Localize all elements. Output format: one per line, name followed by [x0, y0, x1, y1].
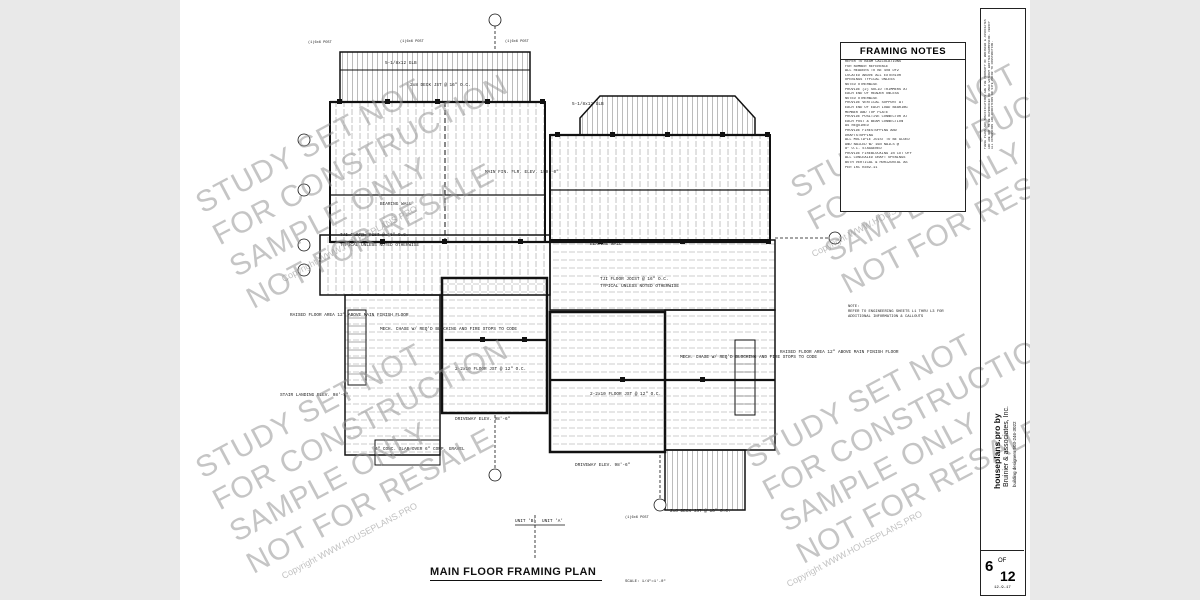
bottom-deck	[664, 449, 746, 511]
framing-notes-box: FRAMING NOTES REFER TO BEAM CALCULATIONS…	[840, 42, 966, 212]
svg-text:2x8 DECK JST @ 16" O.C.: 2x8 DECK JST @ 16" O.C.	[670, 509, 731, 514]
svg-text:(1)6x6 POST: (1)6x6 POST	[625, 515, 650, 520]
upper-left-deck	[339, 51, 531, 103]
svg-text:STAIR LANDING ELEV. 98'-5": STAIR LANDING ELEV. 98'-5"	[280, 393, 349, 398]
framing-note-line: ALL CONCEALED DRAFT OPENINGS	[845, 156, 906, 161]
svg-text:2-2x10 FLOOR JST @ 12" O.C.: 2-2x10 FLOOR JST @ 12" O.C.	[455, 367, 526, 372]
engineering-note-line: REFER TO ENGINEERING SHEETS L1 THRU L3 F…	[848, 310, 944, 314]
framing-note-line: REFER TO BEAM CALCULATIONS	[845, 60, 902, 64]
left-wing	[344, 294, 441, 466]
framing-plan-drawing: (1)6x6 POST (1)6x6 POST (1)6x6 POST 5-1/…	[280, 13, 899, 560]
svg-text:MAIN FIN. FLR. ELEV. 100'-0": MAIN FIN. FLR. ELEV. 100'-0"	[485, 170, 559, 175]
svg-text:2x8 DECK JST @ 16" O.C.: 2x8 DECK JST @ 16" O.C.	[410, 83, 471, 88]
engineering-note: NOTE: REFER TO ENGINEERING SHEETS L1 THR…	[848, 305, 973, 320]
svg-text:RAISED FLOOR AREA 12" ABOVE MA: RAISED FLOOR AREA 12" ABOVE MAIN FINISH …	[780, 350, 899, 355]
right-floor-area	[549, 134, 776, 311]
svg-text:TJI FLOOR JOIST @ 16" O.C.: TJI FLOOR JOIST @ 16" O.C.	[600, 277, 669, 282]
framing-note-line: AND NAILED W/ 16d NAILS @	[845, 142, 899, 147]
svg-text:(1)6x6 POST: (1)6x6 POST	[400, 39, 425, 44]
framing-note-line: PER IRC R302.11	[845, 165, 878, 170]
title-block-company: houseplans.pro by	[992, 413, 1002, 489]
svg-text:5-1/8x12 GLB: 5-1/8x12 GLB	[385, 61, 417, 66]
svg-text:TYPICAL UNLESS NOTED OTHERWISE: TYPICAL UNLESS NOTED OTHERWISE	[340, 243, 419, 248]
sheet-total: 12	[1000, 568, 1016, 584]
svg-text:RAISED FLOOR AREA 12" ABOVE MA: RAISED FLOOR AREA 12" ABOVE MAIN FINISH …	[290, 313, 409, 318]
framing-note-line: ALL HEADERS TO BE 4x8 DF2	[845, 69, 899, 74]
framing-note-line: DRAFTSTOPPING	[845, 133, 874, 138]
engineering-note-label: NOTE:	[848, 305, 860, 309]
framing-note-line: 8" O.C. STAGGERED	[845, 147, 882, 152]
title-block: THESE PLANS AND SPECIFICATIONS ARE THE P…	[980, 8, 1026, 596]
plan-scale: SCALE: 1/4"=1'-0"	[625, 580, 666, 584]
framing-note-line: EACH POST & BEAM CONNECTION	[845, 119, 904, 124]
drawing-sheet: (1)6x6 POST (1)6x6 POST (1)6x6 POST 5-1/…	[180, 0, 1030, 600]
framing-note-line: MEMBER AND TOP PLATE	[845, 110, 889, 115]
posts	[337, 99, 771, 382]
framing-note-line: OPENINGS TYPICAL UNLESS	[845, 78, 895, 83]
sheet-number: 6	[985, 558, 994, 575]
framing-note-line: EACH END OF HEADER UNLESS	[845, 92, 899, 97]
title-block-company-name: Bruinier & associates, Inc.	[1003, 406, 1010, 487]
svg-text:MECH. CHASE W/ REQ'D BLOCKING: MECH. CHASE W/ REQ'D BLOCKING AND FIRE S…	[380, 327, 517, 332]
svg-text:BEARING WALL: BEARING WALL	[380, 202, 412, 207]
svg-text:DRIVEWAY ELEV. 98'-6": DRIVEWAY ELEV. 98'-6"	[575, 463, 631, 468]
title-block-phone: building designers 503-246-3022	[1012, 421, 1017, 487]
framing-note-line: NOTED OTHERWISE	[845, 82, 878, 87]
svg-text:BEARING WALL: BEARING WALL	[590, 242, 622, 247]
framing-note-line: PROVIDE FIRESTOPPING AND	[845, 128, 897, 133]
framing-notes-title: FRAMING NOTES	[841, 43, 965, 60]
left-garage	[440, 276, 549, 415]
svg-text:(1)6x6 POST: (1)6x6 POST	[505, 39, 530, 44]
engineering-note-line: ADDITIONAL INFORMATION & CALLOUTS	[848, 315, 924, 319]
upper-right-deck	[579, 95, 756, 136]
framing-note-line: FOR NUMBER REFERENCE	[845, 64, 889, 69]
framing-note-line: PROVIDE FIREBLOCKING IN CUT OFF	[845, 151, 912, 156]
framing-note-line: ALL MULTIPLE JOIST TO BE GLUED	[845, 138, 910, 143]
grid-markers	[297, 13, 842, 560]
plan-labels: (1)6x6 POST (1)6x6 POST (1)6x6 POST 5-1/…	[280, 39, 899, 524]
plan-title: MAIN FLOOR FRAMING PLAN	[430, 566, 597, 578]
svg-text:TJI FLOOR JOIST @ 16" O.C.: TJI FLOOR JOIST @ 16" O.C.	[340, 233, 409, 238]
svg-text:4" CONC. SLAB OVER 6" COMP. GR: 4" CONC. SLAB OVER 6" COMP. GRAVEL	[375, 447, 465, 452]
framing-note-line: AS REQUIRED	[845, 124, 869, 129]
svg-text:MECH. CHASE W/ REQ'D BLOCKING: MECH. CHASE W/ REQ'D BLOCKING AND FIRE S…	[680, 355, 817, 360]
svg-text:2-2x10 FLOOR JST @ 12" O.C.: 2-2x10 FLOOR JST @ 12" O.C.	[590, 392, 661, 397]
framing-note-line: PROVIDE POSITIVE CONNECTOR AT	[845, 115, 908, 120]
svg-text:(1)6x6 POST: (1)6x6 POST	[308, 40, 333, 45]
sheet-of: OF	[998, 558, 1007, 564]
right-garage	[548, 310, 667, 454]
svg-text:TYPICAL UNLESS NOTED OTHERWISE: TYPICAL UNLESS NOTED OTHERWISE	[600, 284, 679, 289]
framing-note-line: EACH END OF EACH LOAD BEARING	[845, 105, 908, 110]
plan-title-underline	[430, 580, 602, 581]
title-block-legal: THESE PLANS AND SPECIFICATIONS ARE THE P…	[984, 19, 995, 149]
left-floor-area	[319, 101, 551, 296]
svg-text:DRIVEWAY ELEV. 98'-6": DRIVEWAY ELEV. 98'-6"	[455, 417, 511, 422]
framing-note-line: PROVIDE (2) SOLID TRIMMERS AT	[845, 87, 908, 92]
svg-text:UNIT 'A': UNIT 'A'	[542, 519, 563, 524]
sheet-date: 12-9-17	[994, 586, 1011, 590]
svg-text:5-1/8x12 GLB: 5-1/8x12 GLB	[572, 102, 604, 107]
framing-note-line: BOTH VERTICAL & HORIZONTAL AS	[845, 161, 908, 166]
sheet-number-box	[980, 550, 1024, 595]
framing-note-line: PROVIDE VERTICAL SUPPORT AT	[845, 101, 904, 106]
framing-note-line: LOCATED ABOVE ALL EXTERIOR	[845, 73, 902, 78]
framing-note-line: NOTED OTHERWISE	[845, 96, 878, 101]
svg-text:UNIT 'B': UNIT 'B'	[515, 519, 536, 524]
